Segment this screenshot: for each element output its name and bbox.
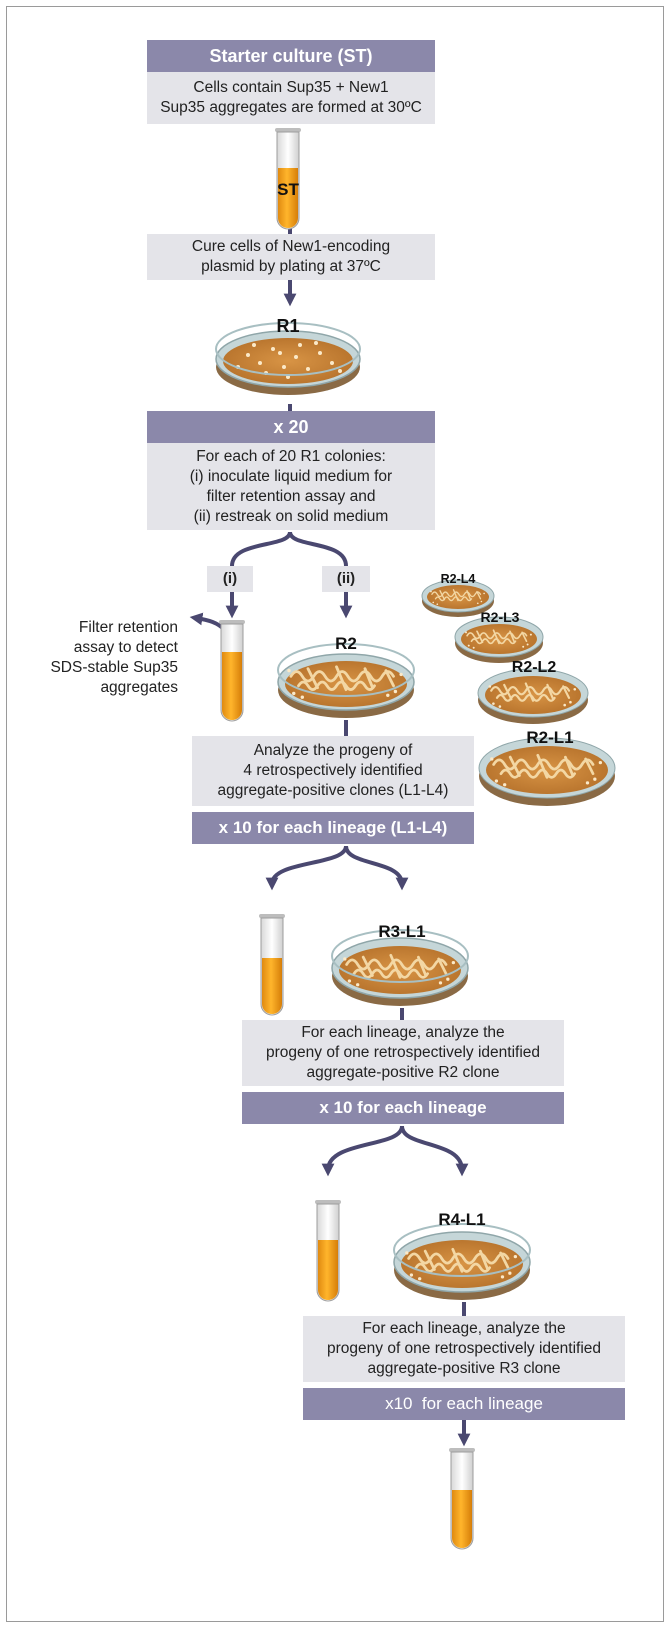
cure-line-1: Cure cells of New1-encoding — [191, 238, 391, 255]
filter-assay-tube — [218, 619, 246, 722]
filter-line-4: aggregates — [100, 679, 178, 696]
cure-box: Cure cells of New1-encoding plasmid by p… — [147, 234, 435, 280]
r2-l3-label: R2-L3 — [480, 609, 520, 625]
analyze-r2-header: x 10 for each lineage (L1-L4) — [192, 812, 474, 844]
filter-retention-text: Filter retention assay to detect SDS-sta… — [40, 618, 178, 698]
analyze-r2-line-1: Analyze the progeny of — [253, 742, 413, 759]
x20-line-3: filter retention assay and — [206, 487, 376, 505]
r3-l1-label: R3-L1 — [378, 922, 426, 941]
plate-r2-l4 — [421, 579, 495, 617]
analyze-r4-line-1: For each lineage, analyze the — [362, 1320, 566, 1337]
x20-line-4: (ii) restreak on solid medium — [193, 507, 389, 525]
st-tube — [274, 127, 302, 230]
starter-culture-box: Cells contain Sup35 + New1 Sup35 aggrega… — [147, 72, 435, 124]
branch-right-arrow — [288, 531, 348, 567]
r2-l2-label: R2-L2 — [511, 659, 557, 676]
starter-line-1: Cells contain Sup35 + New1 — [193, 79, 389, 96]
analyze-r4-line-2: progeny of one retrospectively identifie… — [327, 1340, 601, 1357]
branch-left-arrow — [321, 1125, 404, 1177]
figure-frame — [6, 6, 664, 1622]
r3-l1-plate — [331, 929, 469, 1006]
x20-line-2: (i) inoculate liquid medium for — [189, 467, 393, 485]
r4-tube — [314, 1199, 342, 1302]
cure-line-2: plasmid by plating at 37ºC — [201, 258, 381, 275]
analyze-r3-box: For each lineage, analyze the progeny of… — [242, 1020, 564, 1086]
plate-r2-l2 — [477, 668, 589, 724]
filter-line-1: Filter retention — [78, 619, 178, 636]
analyze-r2-line-2: 4 retrospectively identified — [243, 762, 423, 779]
r2-l1-label: R2-L1 — [526, 728, 574, 747]
x20-line-1: For each of 20 R1 colonies: — [196, 447, 386, 465]
analyze-r3-line-2: progeny of one retrospectively identifie… — [266, 1044, 540, 1061]
x20-header: x 20 — [147, 411, 435, 443]
r2-l4-label: R2-L4 — [440, 572, 476, 586]
r2-label: R2 — [335, 634, 357, 653]
analyze-r3-header: x 10 for each lineage — [242, 1092, 564, 1124]
filter-line-2: assay to detect — [73, 639, 178, 656]
final-tube — [448, 1447, 476, 1550]
r1-label: R1 — [276, 316, 300, 336]
analyze-r3-line-3: aggregate-positive R2 clone — [306, 1064, 500, 1081]
r4-l1-label: R4-L1 — [438, 1210, 486, 1229]
st-tube-label: ST — [277, 180, 299, 199]
r2-plate — [277, 643, 415, 718]
r1-plate — [215, 322, 361, 395]
analyze-r4-header: x10 for each lineage — [303, 1388, 625, 1420]
x20-box: For each of 20 R1 colonies: (i) inoculat… — [147, 443, 435, 530]
analyze-r4-line-3: aggregate-positive R3 clone — [367, 1360, 561, 1377]
r4-l1-plate — [393, 1223, 531, 1300]
analyze-r4-box: For each lineage, analyze the progeny of… — [303, 1316, 625, 1382]
plate-r2-l1 — [478, 737, 616, 806]
plate-r2-l3 — [454, 616, 544, 663]
branch-ii-tag: (ii) — [322, 566, 370, 592]
analyze-r2-line-3: aggregate-positive clones (L1-L4) — [217, 782, 449, 799]
branch-left-arrow — [265, 845, 348, 891]
r3-tube — [258, 913, 286, 1016]
analyze-r3-line-1: For each lineage, analyze the — [301, 1024, 505, 1041]
analyze-r2-box: Analyze the progeny of 4 retrospectively… — [192, 736, 474, 806]
branch-i-tag: (i) — [207, 566, 253, 592]
branch-right-arrow — [400, 1125, 469, 1177]
filter-line-3: SDS-stable Sup35 — [50, 659, 178, 676]
branch-right-arrow — [344, 845, 409, 891]
starter-culture-header: Starter culture (ST) — [147, 40, 435, 72]
branch-left-arrow — [230, 531, 292, 567]
starter-line-2: Sup35 aggregates are formed at 30ºC — [160, 99, 422, 116]
